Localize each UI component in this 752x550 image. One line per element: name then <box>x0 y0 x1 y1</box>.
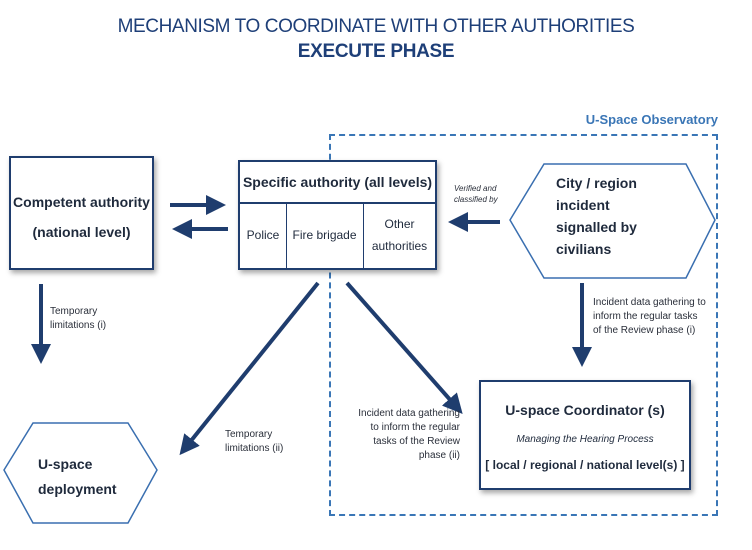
u-space-observatory-region <box>329 134 718 516</box>
cell-police: Police <box>240 202 287 268</box>
competent-authority-box: Competent authority (national level) <box>9 156 154 270</box>
verified-label: Verified and classified by <box>454 184 498 204</box>
coordinator-title: U-space Coordinator (s) <box>505 402 665 418</box>
deployment-text: U-space deployment <box>38 452 138 502</box>
deployment-line: deployment <box>38 481 117 497</box>
deployment-hexagon <box>3 422 158 524</box>
arrow-specific-to-coordinator <box>345 281 463 414</box>
competent-authority-title: Competent authority <box>13 194 150 210</box>
specific-authority-box: Specific authority (all levels) Police F… <box>238 160 437 270</box>
u-space-coordinator-box: U-space Coordinator (s) Managing the Hea… <box>479 380 691 490</box>
label-incident-data-ii: Incident data gathering to inform the re… <box>358 408 460 461</box>
observatory-label: U-Space Observatory <box>585 112 718 127</box>
coordinator-levels: [ local / regional / national level(s) ] <box>485 458 685 472</box>
diagram-title: MECHANISM TO COORDINATE WITH OTHER AUTHO… <box>117 16 635 37</box>
city-incident-hexagon <box>509 163 716 279</box>
cell-other-authorities: Other authorities <box>371 217 428 253</box>
label-incident-data-i: Incident data gathering to inform the re… <box>593 297 706 336</box>
city-incident-text: City / region incident signalled by civi… <box>556 172 676 260</box>
diagram-subtitle: EXECUTE PHASE <box>297 41 455 62</box>
arrow-specific-to-deployment <box>179 281 320 456</box>
label-temporary-limitations-ii: Temporary limitations (ii) <box>225 429 284 454</box>
label-temporary-limitations-i: Temporary limitations (i) <box>50 306 107 331</box>
city-incident-line: City / region <box>556 175 637 191</box>
coordinator-subtitle: Managing the Hearing Process <box>516 434 654 445</box>
city-incident-line: civilians <box>556 241 612 257</box>
cell-fire-brigade: Fire brigade <box>286 202 364 268</box>
city-incident-line: incident <box>556 197 610 213</box>
specific-authority-header: Specific authority (all levels) <box>240 162 435 204</box>
city-incident-line: signalled by <box>556 219 637 235</box>
deployment-line: U-space <box>38 456 93 472</box>
competent-authority-level: (national level) <box>32 224 131 240</box>
